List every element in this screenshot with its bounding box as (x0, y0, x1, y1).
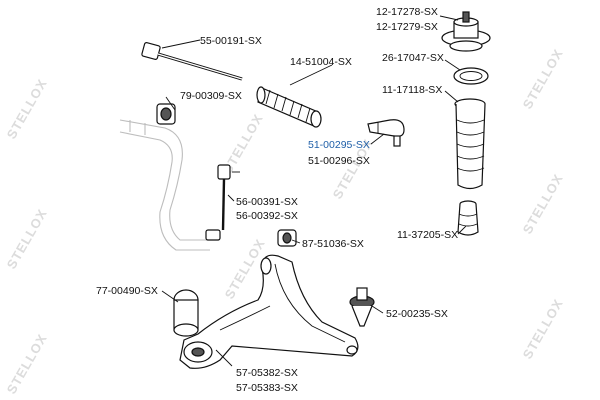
label-tie-rod-end-b[interactable]: 51-00296-SX (308, 155, 370, 167)
stabilizer-link (205, 164, 240, 241)
watermark-text: STELLOX (520, 46, 566, 111)
watermark-text: STELLOX (4, 331, 50, 396)
ball-joint (349, 287, 375, 327)
label-top-mount-b[interactable]: 12-17279-SX (376, 21, 438, 33)
label-stabilizer-bush[interactable]: 79-00309-SX (180, 90, 242, 102)
leader-lines (161, 15, 467, 367)
label-stab-link-a[interactable]: 56-00391-SX (236, 196, 298, 208)
watermark-text: STELLOX (4, 76, 50, 141)
tie-rod-axial (141, 42, 243, 81)
strut-dust-cover (454, 98, 486, 190)
label-control-arm-b[interactable]: 57-05383-SX (236, 382, 298, 394)
label-spring-seat[interactable]: 26-17047-SX (382, 52, 444, 64)
label-arm-bush-front[interactable]: 87-51036-SX (302, 238, 364, 250)
arm-bush-front (277, 229, 297, 247)
part-labels: 12-17278-SX 12-17279-SX 55-00191-SX 14-5… (96, 6, 458, 394)
label-stab-link-b[interactable]: 56-00392-SX (236, 210, 298, 222)
label-control-arm-a[interactable]: 57-05382-SX (236, 367, 298, 379)
label-arm-bush-rear[interactable]: 77-00490-SX (96, 285, 158, 297)
watermark-right: STELLOX STELLOX STELLOX (520, 46, 566, 361)
stabilizer-bushing (156, 103, 176, 125)
label-ball-joint[interactable]: 52-00235-SX (386, 308, 448, 320)
watermark-text: STELLOX (4, 206, 50, 271)
arm-bush-rear (173, 289, 199, 337)
label-tie-rod-end-a[interactable]: 51-00295-SX (308, 139, 370, 151)
label-top-mount-a[interactable]: 12-17278-SX (376, 6, 438, 18)
top-strut-mount (441, 11, 491, 52)
watermark-text: STELLOX (520, 296, 566, 361)
lower-control-arm (179, 254, 359, 369)
watermark-left: STELLOX STELLOX STELLOX (4, 76, 50, 396)
label-bump-stop[interactable]: 11-37205-SX (397, 229, 458, 241)
bump-stop (457, 200, 479, 236)
label-dust-cover[interactable]: 11-17118-SX (382, 84, 442, 96)
steering-rack-boot (256, 86, 322, 128)
label-steering-boot[interactable]: 14-51004-SX (290, 56, 352, 68)
tie-rod-end (367, 119, 405, 147)
spring-seat-ring (453, 67, 489, 85)
label-tie-rod-axial[interactable]: 55-00191-SX (200, 35, 262, 47)
stabilizer-bar-outline (119, 119, 210, 251)
watermark-text: STELLOX (520, 171, 566, 236)
